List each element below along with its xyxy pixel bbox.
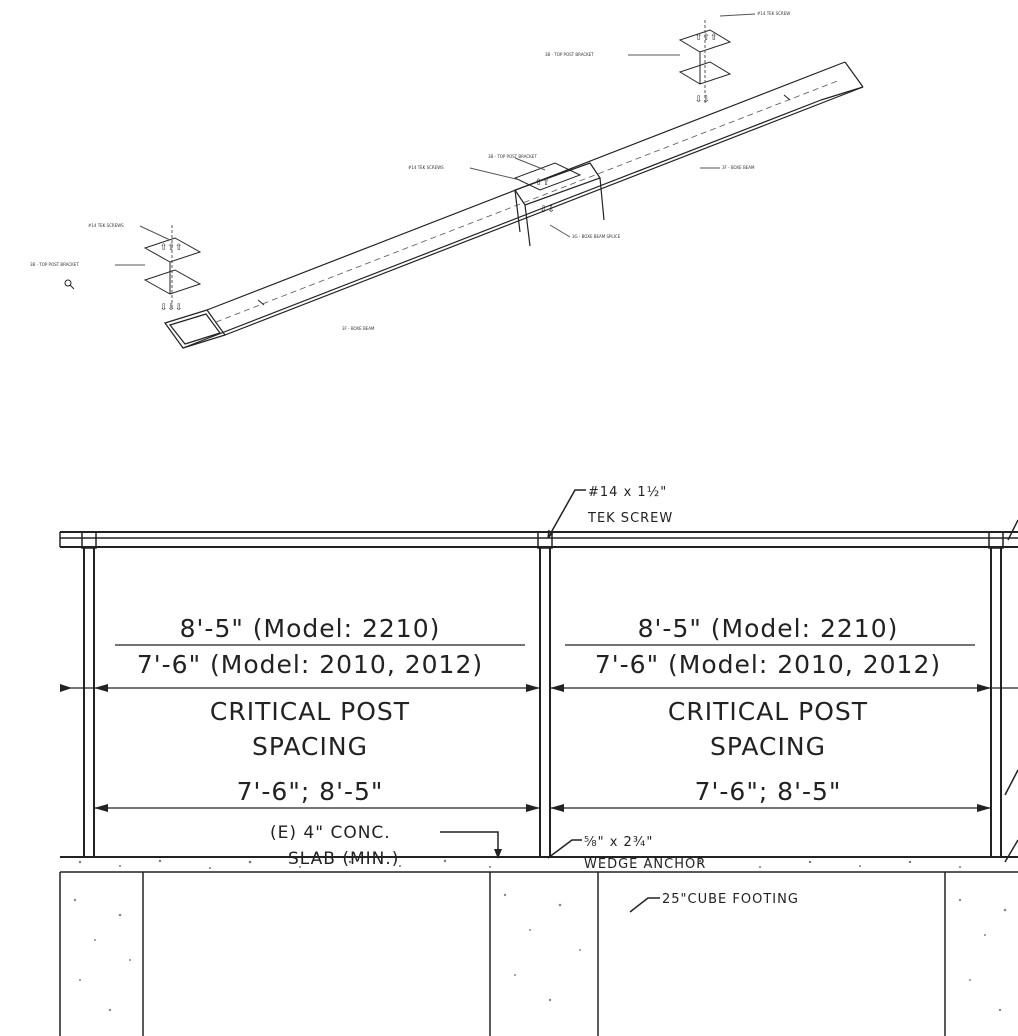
footing-middle — [489, 872, 599, 1036]
top-beam — [59, 531, 1018, 548]
box-beam — [164, 61, 864, 349]
bay-left-spacing: 7'-6"; 8'-5" — [237, 777, 384, 806]
post-right — [988, 531, 1004, 857]
svg-text:⇧⇧⇧: ⇧⇧⇧ — [160, 243, 183, 253]
label-beam-bottom: 3F - BOXE BEAM — [342, 326, 375, 331]
magnifier-icon — [64, 279, 75, 290]
post-left — [81, 531, 97, 857]
tek-screw-callout: #14 x 1½" TEK SCREW — [547, 485, 1018, 541]
bay-left: 8'-5" (Model: 2210) 7'-6" (Model: 2010, … — [60, 614, 540, 812]
label-bracket-top: 3B - TOP POST BRACKET — [545, 52, 594, 57]
label-screw-mid: #14 TEK SCREWS — [408, 165, 444, 170]
footing-callout: 25"CUBE FOOTING — [629, 892, 799, 913]
bay-left-spacing-line — [94, 804, 540, 812]
label-splice: 3G - BOXE BEAM SPLICE — [572, 234, 621, 239]
bracket-left: ⇧⇧⇧ ⇩⇩⇩ — [143, 225, 202, 313]
footing-note: 25"CUBE FOOTING — [662, 892, 799, 907]
bay-right-critical-1: CRITICAL POST — [668, 697, 868, 726]
anchor-label: WEDGE ANCHOR — [584, 857, 706, 872]
bay-right-model-top: 8'-5" (Model: 2210) — [638, 614, 899, 643]
tek-screw-size: #14 x 1½" — [588, 485, 667, 500]
footing-right — [944, 872, 1007, 1036]
slab-callout: (E) 4" CONC. SLAB (MIN.) — [270, 823, 502, 869]
svg-text:⇩⇩: ⇩⇩ — [695, 95, 710, 105]
bay-left-model-top: 8'-5" (Model: 2210) — [180, 614, 441, 643]
slab-note-2: SLAB (MIN.) — [288, 849, 399, 869]
svg-text:⇧⇧: ⇧⇧ — [535, 178, 550, 188]
svg-text:⇧⇧⇧: ⇧⇧⇧ — [695, 33, 718, 43]
iso-annotations: #14 TEK SCREW 3B - TOP POST BRACKET 3B -… — [30, 11, 790, 331]
wedge-anchor-callout: ⅝" x 2¾" WEDGE ANCHOR — [547, 835, 1018, 872]
label-beam-right: 3F - BOXE BEAM — [722, 165, 755, 170]
bay-right-spacing: 7'-6"; 8'-5" — [695, 777, 842, 806]
bay-left-critical-1: CRITICAL POST — [210, 697, 410, 726]
bracket-middle: ⇧⇧ ⇩⇩ — [513, 162, 582, 215]
bay-right-critical-2: SPACING — [710, 732, 826, 761]
label-bracket-mid: 3B - TOP POST BRACKET — [488, 154, 537, 159]
svg-text:⇩⇩: ⇩⇩ — [540, 205, 555, 215]
footing-left — [59, 872, 144, 1036]
concrete-slab — [60, 856, 1018, 873]
label-screw-top: #14 TEK SCREW — [757, 11, 790, 16]
label-screw-left: #14 TEK SCREWS — [88, 223, 124, 228]
post-middle — [537, 531, 553, 857]
bay-left-dimension-line — [60, 684, 540, 692]
bay-left-critical-2: SPACING — [252, 732, 368, 761]
label-bracket-left: 3B - TOP POST BRACKET — [30, 262, 79, 267]
bay-right: 8'-5" (Model: 2210) 7'-6" (Model: 2010, … — [550, 614, 1018, 812]
svg-text:⇩⇩⇩: ⇩⇩⇩ — [160, 303, 183, 313]
isometric-view: ⇧⇧⇧ ⇩⇩ ⇧⇧ ⇩⇩ ⇧⇧⇧ ⇩⇩⇩ #14 TEK SCREW — [30, 11, 864, 349]
anchor-size: ⅝" x 2¾" — [584, 835, 653, 850]
bay-right-dimension-line — [550, 684, 1018, 692]
bay-left-model-bottom: 7'-6" (Model: 2010, 2012) — [137, 650, 483, 679]
slab-note-1: (E) 4" CONC. — [270, 823, 391, 843]
tek-screw-label: TEK SCREW — [587, 511, 673, 526]
elevation-view: #14 x 1½" TEK SCREW 8'-5" (Model: 2210) … — [59, 485, 1018, 1036]
bay-right-spacing-line — [550, 769, 1018, 812]
bay-right-model-bottom: 7'-6" (Model: 2010, 2012) — [595, 650, 941, 679]
bracket-top-right: ⇧⇧⇧ ⇩⇩ — [678, 20, 732, 105]
